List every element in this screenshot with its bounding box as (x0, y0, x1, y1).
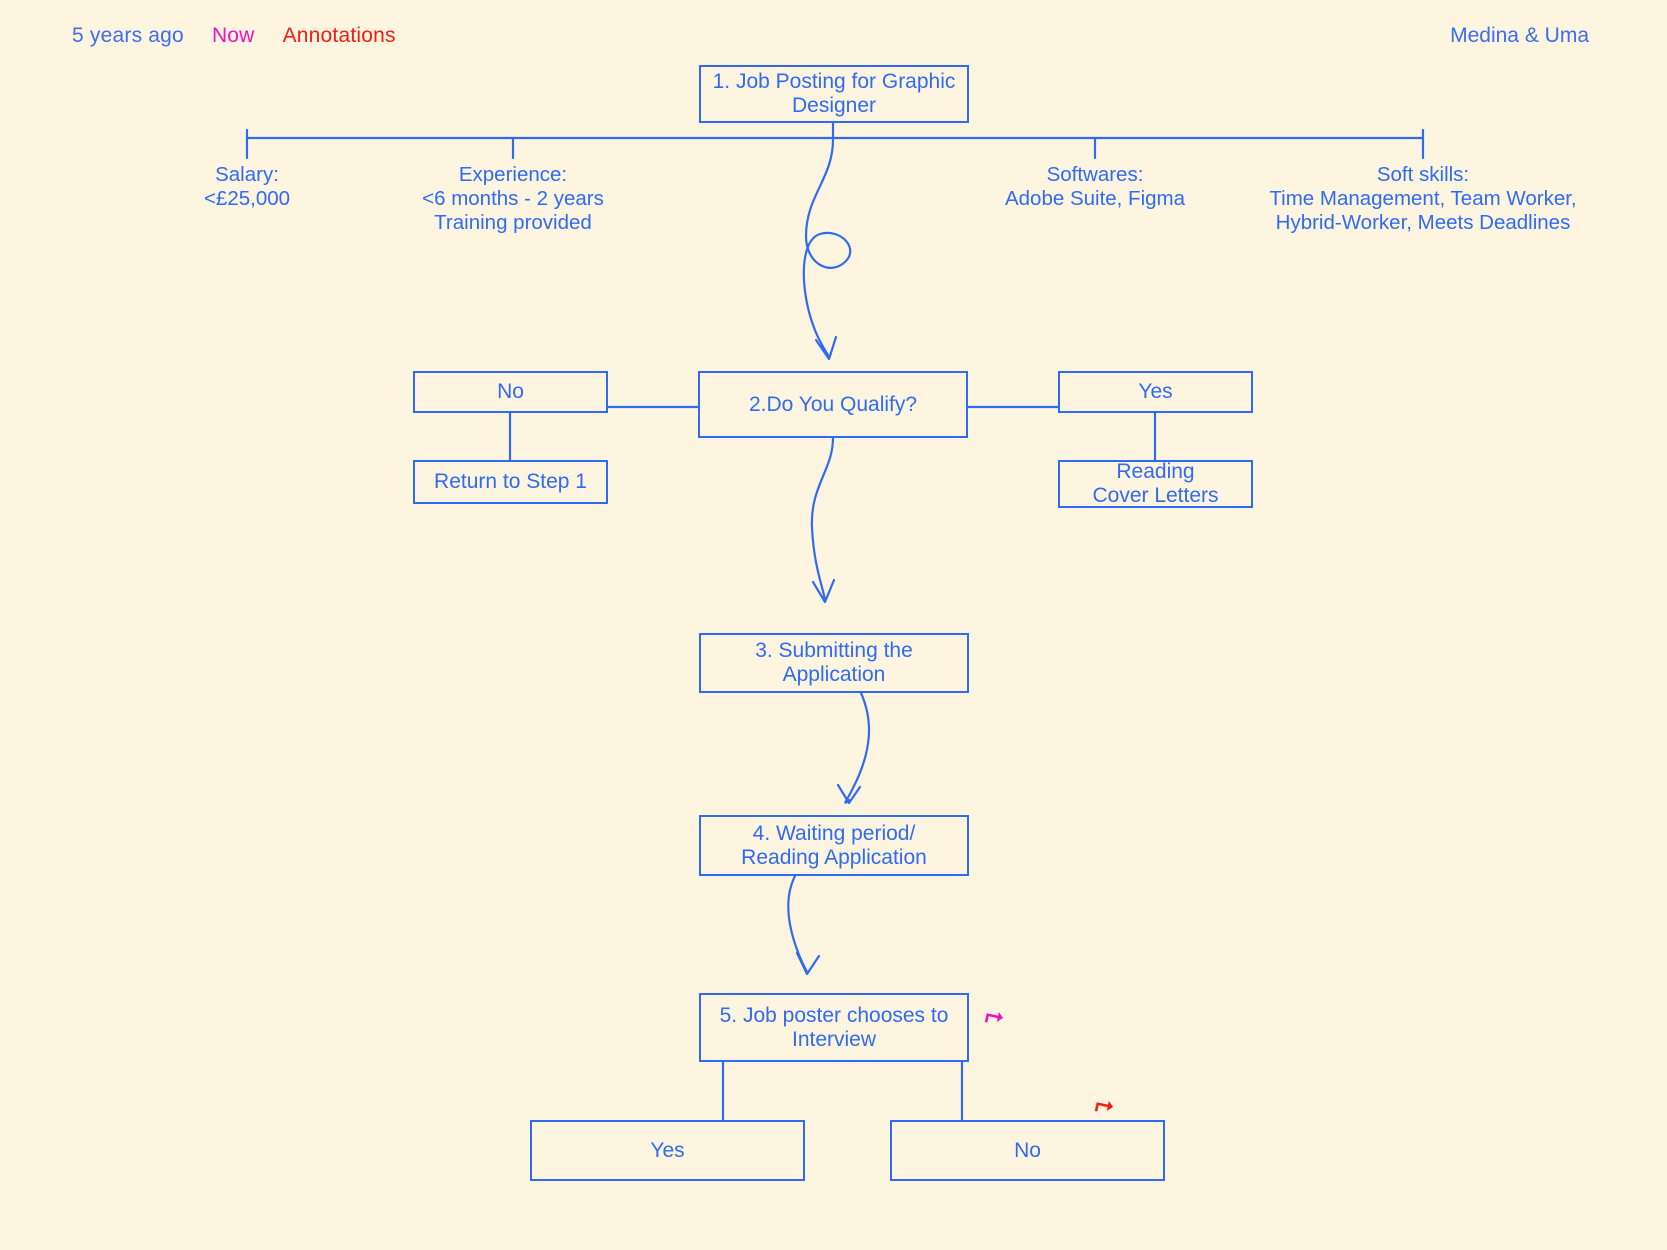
node-qualify-yes[interactable]: Yes (1058, 371, 1253, 413)
node-step3[interactable]: 3. Submitting the Application (699, 633, 969, 693)
node-step4[interactable]: 4. Waiting period/ Reading Application (699, 815, 969, 876)
legend-annotations: Annotations (282, 24, 396, 47)
node-interview-yes[interactable]: Yes (530, 1120, 805, 1181)
node-step2[interactable]: 2.Do You Qualify? (698, 371, 968, 438)
node-return-to-step-1[interactable]: Return to Step 1 (413, 460, 608, 504)
branch-label-softwares: Softwares: Adobe Suite, Figma (1004, 163, 1186, 210)
node-interview-no[interactable]: No (890, 1120, 1165, 1181)
legend-now: Now (211, 24, 255, 47)
legend: 5 years ago Now Annotations (72, 24, 396, 48)
node-reading-cover-letters[interactable]: Reading Cover Letters (1058, 460, 1253, 508)
annotation-caret-red: ⮣ (1093, 1089, 1117, 1118)
branch-label-salary: Salary: <£25,000 (203, 163, 291, 210)
credit-label: Medina & Uma (1450, 24, 1589, 47)
branch-label-soft-skills: Soft skills: Time Management, Team Worke… (1269, 163, 1577, 234)
legend-5-years-ago: 5 years ago (72, 24, 184, 47)
annotation-caret-now: ⮣ (983, 1000, 1007, 1029)
node-step5[interactable]: 5. Job poster chooses to Interview (699, 993, 969, 1062)
branch-label-experience: Experience: <6 months - 2 years Training… (422, 163, 604, 234)
node-qualify-no[interactable]: No (413, 371, 608, 413)
node-step1[interactable]: 1. Job Posting for Graphic Designer (699, 65, 969, 123)
